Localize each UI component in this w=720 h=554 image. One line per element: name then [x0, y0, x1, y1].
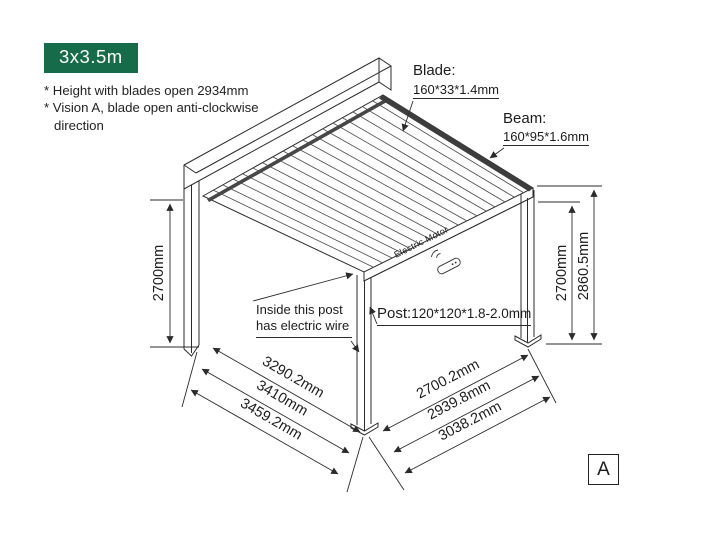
- view-label-box: A: [588, 454, 619, 485]
- dim-left-height: 2700mm: [151, 245, 167, 301]
- view-label: A: [597, 458, 610, 480]
- post-callout: Post:120*120*1.8-2.0mm: [377, 305, 532, 326]
- beam-callout-title: Beam:: [503, 110, 547, 127]
- beam-leader: [489, 147, 505, 159]
- note-height: * Height with blades open 2934mm: [44, 83, 249, 98]
- blade-callout-spec: 160*33*1.4mm: [413, 82, 499, 99]
- post-leader: [369, 306, 378, 325]
- post-callout-spec: 120*120*1.8-2.0mm: [411, 306, 532, 321]
- size-badge: 3x3.5m: [44, 43, 138, 73]
- dim-right-height: 2700mm: [554, 245, 570, 301]
- right-post: [514, 190, 542, 348]
- louvered-roof: [201, 94, 535, 282]
- wire-leader-upper: [252, 272, 354, 302]
- front-post: [350, 275, 379, 436]
- remote-control-icon: [431, 249, 461, 275]
- note-vision: * Vision A, blade open anti-clockwise di…: [44, 100, 259, 133]
- dimension-lines: [150, 185, 602, 493]
- leader-lines: [252, 100, 505, 353]
- blade-callout-title: Blade:: [413, 62, 456, 79]
- roof-louvers: [212, 100, 525, 268]
- wire-note: Inside this post has electric wire: [256, 302, 352, 338]
- dim-right-total-height: 2860.5mm: [576, 232, 592, 301]
- wire-leader-lower: [350, 340, 360, 353]
- beam-callout-spec: 160*95*1.6mm: [503, 129, 589, 146]
- wall-bracket: [183, 181, 200, 357]
- notes-block: * Height with blades open 2934mm * Visio…: [44, 82, 269, 134]
- blade-leader: [401, 100, 414, 132]
- post-callout-title: Post:: [377, 305, 412, 322]
